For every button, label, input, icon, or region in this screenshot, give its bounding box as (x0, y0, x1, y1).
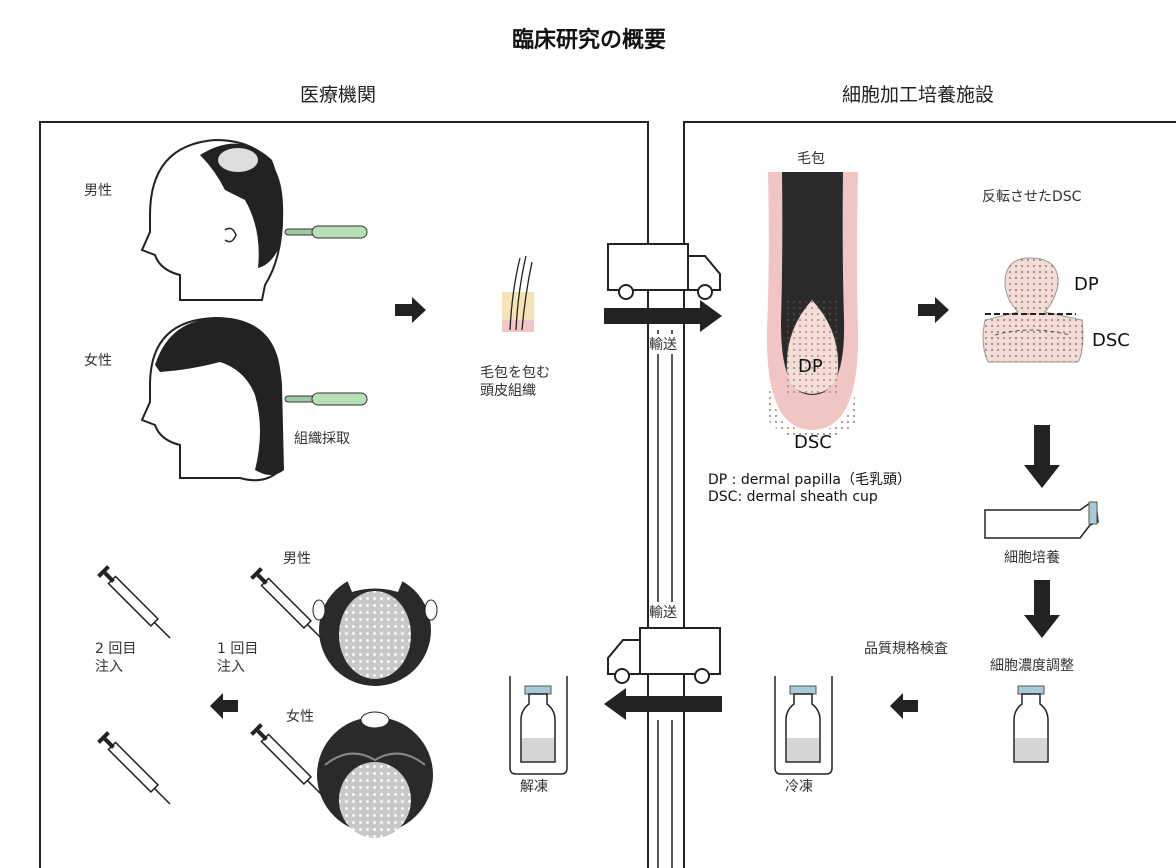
syringe-icon-3 (97, 565, 171, 639)
label-female-top: 女性 (84, 353, 112, 369)
label-transport-bottom: 輸送 (649, 602, 677, 622)
vial-icon-adjust (1013, 685, 1049, 763)
left-panel-frame (39, 121, 649, 868)
label-hair-follicle: 毛包 (797, 151, 825, 167)
syringe-icon-1 (250, 567, 324, 641)
truck-icon-bottom (607, 627, 721, 684)
label-tissue-harvest: 組織採取 (294, 431, 350, 447)
label-scalp-tissue-2: 頭皮組織 (480, 383, 536, 399)
truck-icon-top (607, 243, 721, 300)
label-dp-inverted: DP (1074, 274, 1099, 295)
syringe-icon-2 (250, 723, 324, 797)
right-panel-frame (683, 121, 1176, 868)
arrow-icon-transport-left (604, 688, 722, 720)
culture-flask-icon (984, 501, 1099, 539)
label-dsc-follicle: DSC (794, 432, 832, 453)
male-head-top-view-icon (312, 572, 438, 686)
label-freeze: 冷凍 (785, 779, 813, 795)
label-inverted-dsc: 反転させたDSC (982, 189, 1082, 205)
arrow-icon-down-1 (1024, 425, 1060, 488)
label-scalp-tissue-1: 毛包を包む (480, 365, 550, 381)
section-cell-processing-facility: 細胞加工培養施設 (842, 84, 995, 106)
label-dp-follicle: DP (798, 356, 823, 377)
label-dsc-inverted: DSC (1092, 330, 1130, 351)
section-medical-institution: 医療機関 (300, 84, 377, 106)
label-transport-top: 輸送 (649, 334, 677, 354)
label-injection1-2: 注入 (217, 659, 245, 675)
arrow-icon-invert (918, 297, 949, 323)
label-quality-test: 品質規格検査 (864, 641, 948, 657)
syringe-icon-4 (97, 731, 171, 805)
diagram-title: 臨床研究の概要 (512, 28, 667, 53)
label-male-top: 男性 (84, 183, 112, 199)
male-head-icon (140, 138, 284, 301)
vial-icon-freeze (774, 676, 833, 775)
scalp-tissue-icon (502, 255, 534, 332)
label-cell-culture: 細胞培養 (1004, 550, 1060, 566)
female-head-icon (140, 316, 284, 482)
biopsy-tool-icon-1 (284, 225, 368, 239)
legend-dsc: DSC: dermal sheath cup (708, 489, 878, 505)
hair-follicle-icon (766, 172, 859, 440)
female-head-top-view-icon (317, 711, 433, 838)
label-concentration-adjust: 細胞濃度調整 (990, 658, 1074, 674)
label-injection2-2: 注入 (95, 659, 123, 675)
vial-icon-thaw (509, 676, 568, 775)
arrow-icon-down-2 (1024, 580, 1060, 638)
arrow-icon-freeze (890, 693, 918, 719)
label-female-bottom: 女性 (286, 709, 314, 725)
arrow-icon-harvest (395, 297, 426, 323)
label-injection2-1: 2 回目 (95, 641, 137, 657)
arrow-icon-inject (210, 693, 238, 719)
label-injection1-1: 1 回目 (217, 641, 259, 657)
label-male-bottom: 男性 (283, 551, 311, 567)
biopsy-tool-icon-2 (284, 392, 368, 406)
arrow-icon-transport-right (604, 300, 722, 332)
label-thaw: 解凍 (520, 779, 548, 795)
inverted-dsc-icon (982, 257, 1084, 363)
legend-dp: DP : dermal papilla（毛乳頭） (708, 472, 912, 488)
